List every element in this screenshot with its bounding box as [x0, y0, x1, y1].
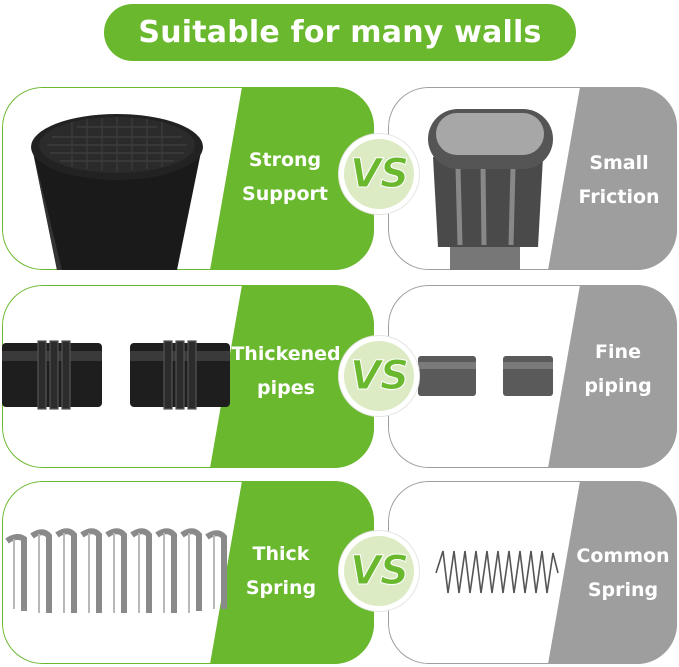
label-line: pipes [257, 377, 315, 399]
label-small-friction: Small Friction [564, 146, 674, 214]
label-line: Friction [578, 186, 660, 208]
thick-pipes-image [2, 340, 230, 410]
vs-text: VS [350, 548, 410, 595]
panel-thick-spring: Thick Spring [2, 481, 374, 664]
label-line: Small [589, 152, 649, 174]
panel-small-friction: Small Friction [388, 87, 677, 270]
label-line: Fine [595, 341, 641, 363]
vs-badge-inner: VS [344, 341, 414, 411]
title-banner: Suitable for many walls [104, 4, 576, 61]
panel-fine-piping: Fine piping [388, 285, 677, 468]
label-line: Spring [245, 577, 317, 599]
label-line: Spring [587, 579, 659, 601]
label-thick-spring: Thick Spring [226, 537, 336, 605]
label-line: piping [584, 375, 652, 397]
vs-badge: VS [339, 134, 419, 214]
panel-background [388, 481, 677, 664]
label-thickened-pipes: Thickened pipes [224, 337, 348, 405]
vs-badge: VS [339, 336, 419, 416]
vs-badge: VS [339, 531, 419, 611]
label-line: Thick [252, 543, 310, 565]
label-line: Support [242, 183, 328, 205]
label-line: Thickened [231, 343, 341, 365]
panel-thickened-pipes: Thickened pipes [2, 285, 374, 468]
label-strong-support: Strong Support [230, 143, 340, 211]
rubber-foot-image [31, 114, 203, 270]
vs-text: VS [350, 353, 410, 400]
label-line: Common [576, 545, 670, 567]
label-line: Strong [248, 149, 322, 171]
vs-badge-inner: VS [344, 536, 414, 606]
plastic-cap-image [428, 109, 553, 270]
thin-pipes-image [418, 356, 553, 396]
panel-strong-support: Strong Support [2, 87, 374, 270]
label-common-spring: Common Spring [568, 539, 677, 607]
thick-spring-image [5, 528, 227, 613]
panel-common-spring: Common Spring [388, 481, 677, 664]
title-text: Suitable for many walls [138, 15, 542, 50]
vs-badge-inner: VS [344, 139, 414, 209]
label-fine-piping: Fine piping [568, 335, 668, 403]
vs-text: VS [350, 151, 410, 198]
thin-spring-image [435, 550, 559, 594]
